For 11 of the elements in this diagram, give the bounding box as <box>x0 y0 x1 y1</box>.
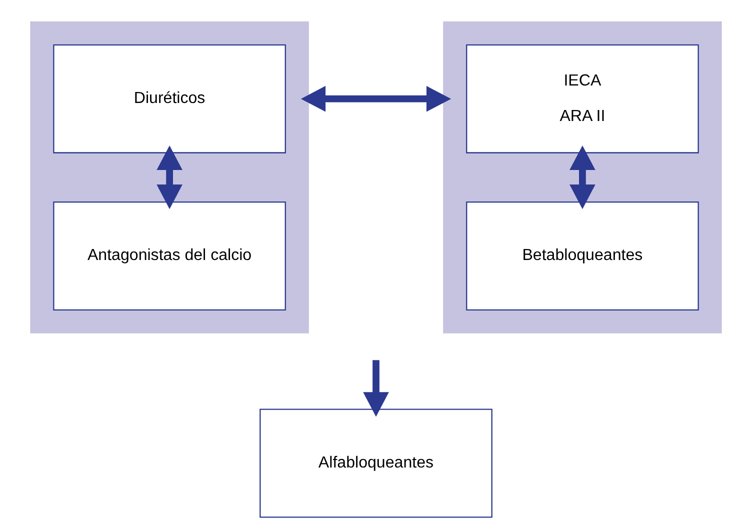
arrow <box>570 145 596 210</box>
arrow <box>156 145 182 210</box>
arrow <box>300 86 452 112</box>
arrow <box>363 360 389 417</box>
node-box: Betabloqueantes <box>466 202 699 310</box>
node-box: Antagonistas del calcio <box>53 202 286 310</box>
node-box: Alfabloqueantes <box>260 408 492 518</box>
cluster <box>443 21 722 334</box>
cluster <box>30 21 309 334</box>
node-box: Diuréticos <box>53 44 286 154</box>
node-box: IECA ARA II <box>466 44 699 154</box>
